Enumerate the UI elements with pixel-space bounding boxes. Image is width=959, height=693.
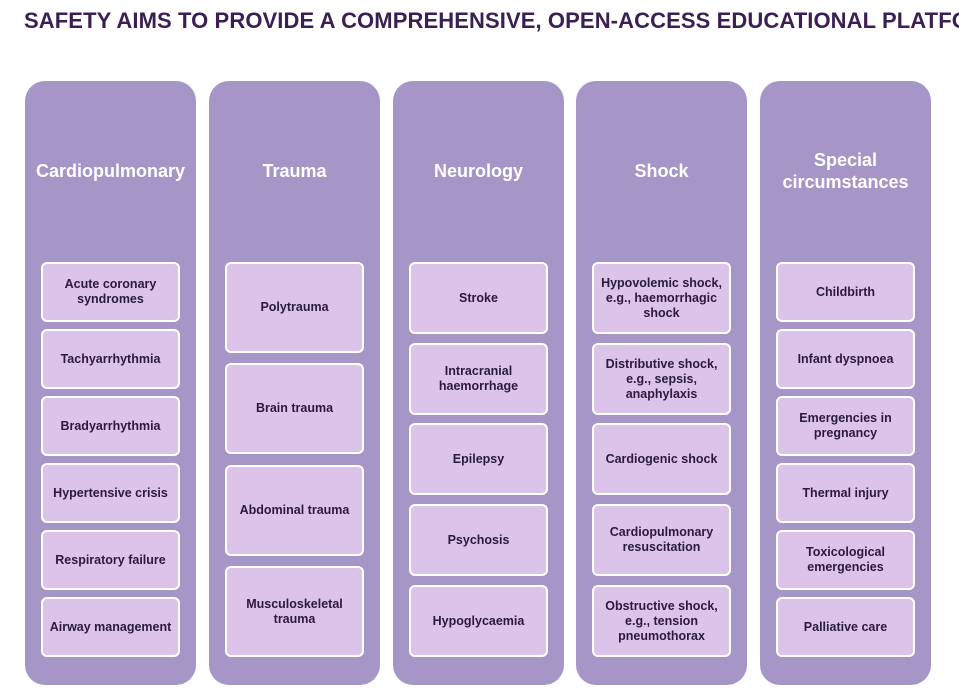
column-shock: Shock Hypovolemic shock, e.g., haemorrha… [576,81,747,685]
topic-box: Infant dyspnoea [776,329,915,389]
topic-box: Thermal injury [776,463,915,523]
topic-box: Palliative care [776,597,915,657]
column-header: Neurology [433,161,523,181]
topic-box: Cardiogenic shock [592,423,731,495]
topic-box: Obstructive shock, e.g., tension pneumot… [592,585,731,657]
column-cardiopulmonary: Cardiopulmonary Acute coronary syndromes… [25,81,196,685]
column-header: Cardiopulmonary [35,161,186,181]
topic-box: Tachyarrhythmia [41,329,180,389]
page-title: SAFETY AIMS TO PROVIDE A COMPREHENSIVE, … [24,8,959,33]
column-header: Shock [634,161,689,181]
topic-box: Acute coronary syndromes [41,262,180,322]
topic-box: Respiratory failure [41,530,180,590]
topic-box: Distributive shock, e.g., sepsis, anaphy… [592,343,731,415]
topic-box: Hypertensive crisis [41,463,180,523]
column-header: Special circumstances [782,150,909,192]
topic-box: Emergencies in pregnancy [776,396,915,456]
topic-box: Hypovolemic shock, e.g., haemorrhagic sh… [592,262,731,334]
topic-box: Airway management [41,597,180,657]
column-neurology: Neurology Stroke Intracranial haemorrhag… [393,81,564,685]
column-header: Trauma [262,161,327,181]
topic-box: Epilepsy [409,423,548,495]
topic-box: Polytrauma [225,262,364,353]
topic-box: Hypoglycaemia [409,585,548,657]
topic-box: Intracranial haemorrhage [409,343,548,415]
topic-box: Musculoskeletal trauma [225,566,364,657]
topic-box: Brain trauma [225,363,364,454]
topic-box: Cardiopulmonary resuscitation [592,504,731,576]
topic-box: Toxicological emergencies [776,530,915,590]
topic-box: Childbirth [776,262,915,322]
column-trauma: Trauma Polytrauma Brain trauma Abdominal… [209,81,380,685]
topic-box: Stroke [409,262,548,334]
topic-box: Abdominal trauma [225,465,364,556]
column-special-circumstances: Special circumstances Childbirth Infant … [760,81,931,685]
topic-box: Psychosis [409,504,548,576]
topic-box: Bradyarrhythmia [41,396,180,456]
